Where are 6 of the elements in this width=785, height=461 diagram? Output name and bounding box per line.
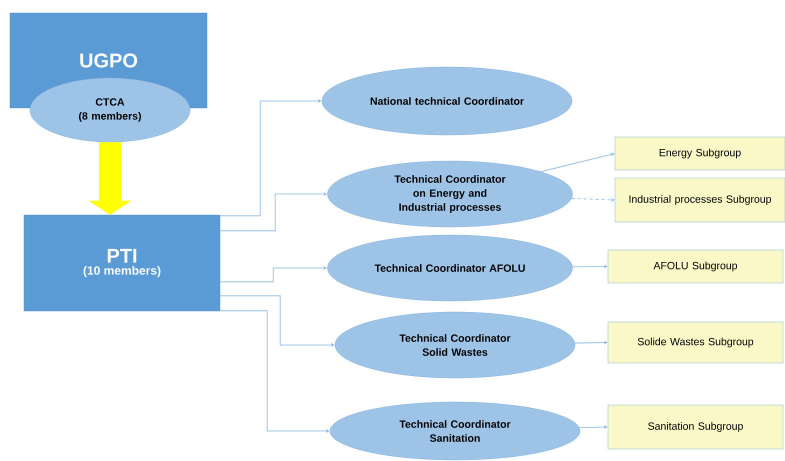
subgroup-box: Industrial processes Subgroup: [614, 178, 785, 222]
subgroup-box: Solide Wastes Subgroup: [608, 322, 784, 364]
subgroup-box: AFOLU Subgroup: [608, 250, 784, 284]
group-box: PTI (10 members): [24, 214, 220, 312]
subgroup-box: Energy Subgroup: [614, 136, 785, 170]
subgroup-box: Sanitation Subgroup: [608, 404, 784, 450]
